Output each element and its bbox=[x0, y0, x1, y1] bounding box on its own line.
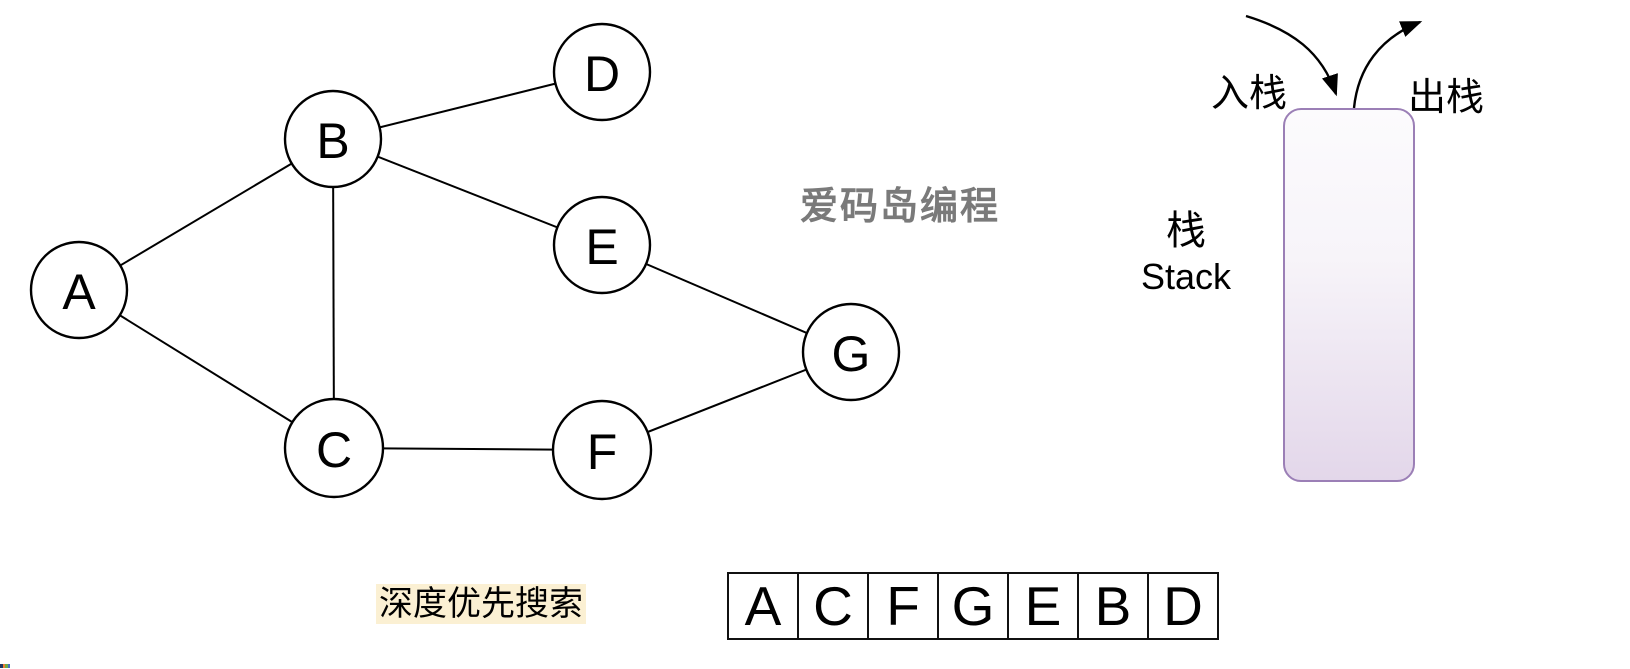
node-g-label: G bbox=[832, 326, 871, 382]
node-c-label: C bbox=[316, 422, 352, 478]
stack-title-en: Stack bbox=[1140, 256, 1232, 297]
stack-title-zh: 栈 bbox=[1166, 209, 1206, 253]
node-e-label: E bbox=[585, 219, 618, 275]
result-cell: A bbox=[727, 572, 799, 640]
stack-title: 栈 Stack bbox=[1106, 206, 1266, 298]
node-d-label: D bbox=[584, 46, 620, 102]
graph-node-c: C bbox=[283, 397, 385, 499]
result-cell: E bbox=[1007, 572, 1079, 640]
graph-edges bbox=[78, 71, 852, 451]
watermark-text: 爱码岛编程 bbox=[800, 186, 1001, 228]
node-c-circle bbox=[283, 397, 385, 499]
corner-pixel-artifact bbox=[0, 664, 10, 668]
edge-a-b bbox=[78, 138, 334, 291]
graph-node-d: D bbox=[552, 22, 652, 122]
node-a-circle bbox=[29, 240, 129, 340]
node-f-circle bbox=[551, 399, 653, 501]
node-f-label: F bbox=[587, 424, 618, 480]
graph-node-a: A bbox=[29, 240, 129, 340]
graph-node-b: B bbox=[283, 89, 383, 189]
edge-b-c bbox=[332, 138, 335, 449]
node-b-label: B bbox=[316, 113, 349, 169]
result-cell: G bbox=[937, 572, 1009, 640]
node-d-circle bbox=[552, 22, 652, 122]
dfs-result-array: A C F G E B D bbox=[727, 572, 1219, 640]
node-a-label: A bbox=[62, 264, 96, 320]
pop-label: 出栈 bbox=[1408, 77, 1485, 119]
push-label: 入栈 bbox=[1211, 73, 1288, 115]
dfs-label: 深度优先搜索 bbox=[376, 584, 586, 624]
result-cell: F bbox=[867, 572, 939, 640]
node-g-circle bbox=[801, 302, 901, 402]
stack-container bbox=[1283, 108, 1415, 482]
graph-node-e: E bbox=[552, 195, 652, 295]
push-arrow-icon bbox=[1245, 14, 1338, 97]
graph-node-g: G bbox=[801, 302, 901, 402]
stack-arrows bbox=[1245, 14, 1423, 109]
result-cell: C bbox=[797, 572, 869, 640]
result-cell: B bbox=[1077, 572, 1149, 640]
node-e-circle bbox=[552, 195, 652, 295]
graph-node-f: F bbox=[551, 399, 653, 501]
pop-arrow-icon bbox=[1352, 20, 1423, 109]
result-cell: D bbox=[1147, 572, 1219, 640]
node-b-circle bbox=[283, 89, 383, 189]
